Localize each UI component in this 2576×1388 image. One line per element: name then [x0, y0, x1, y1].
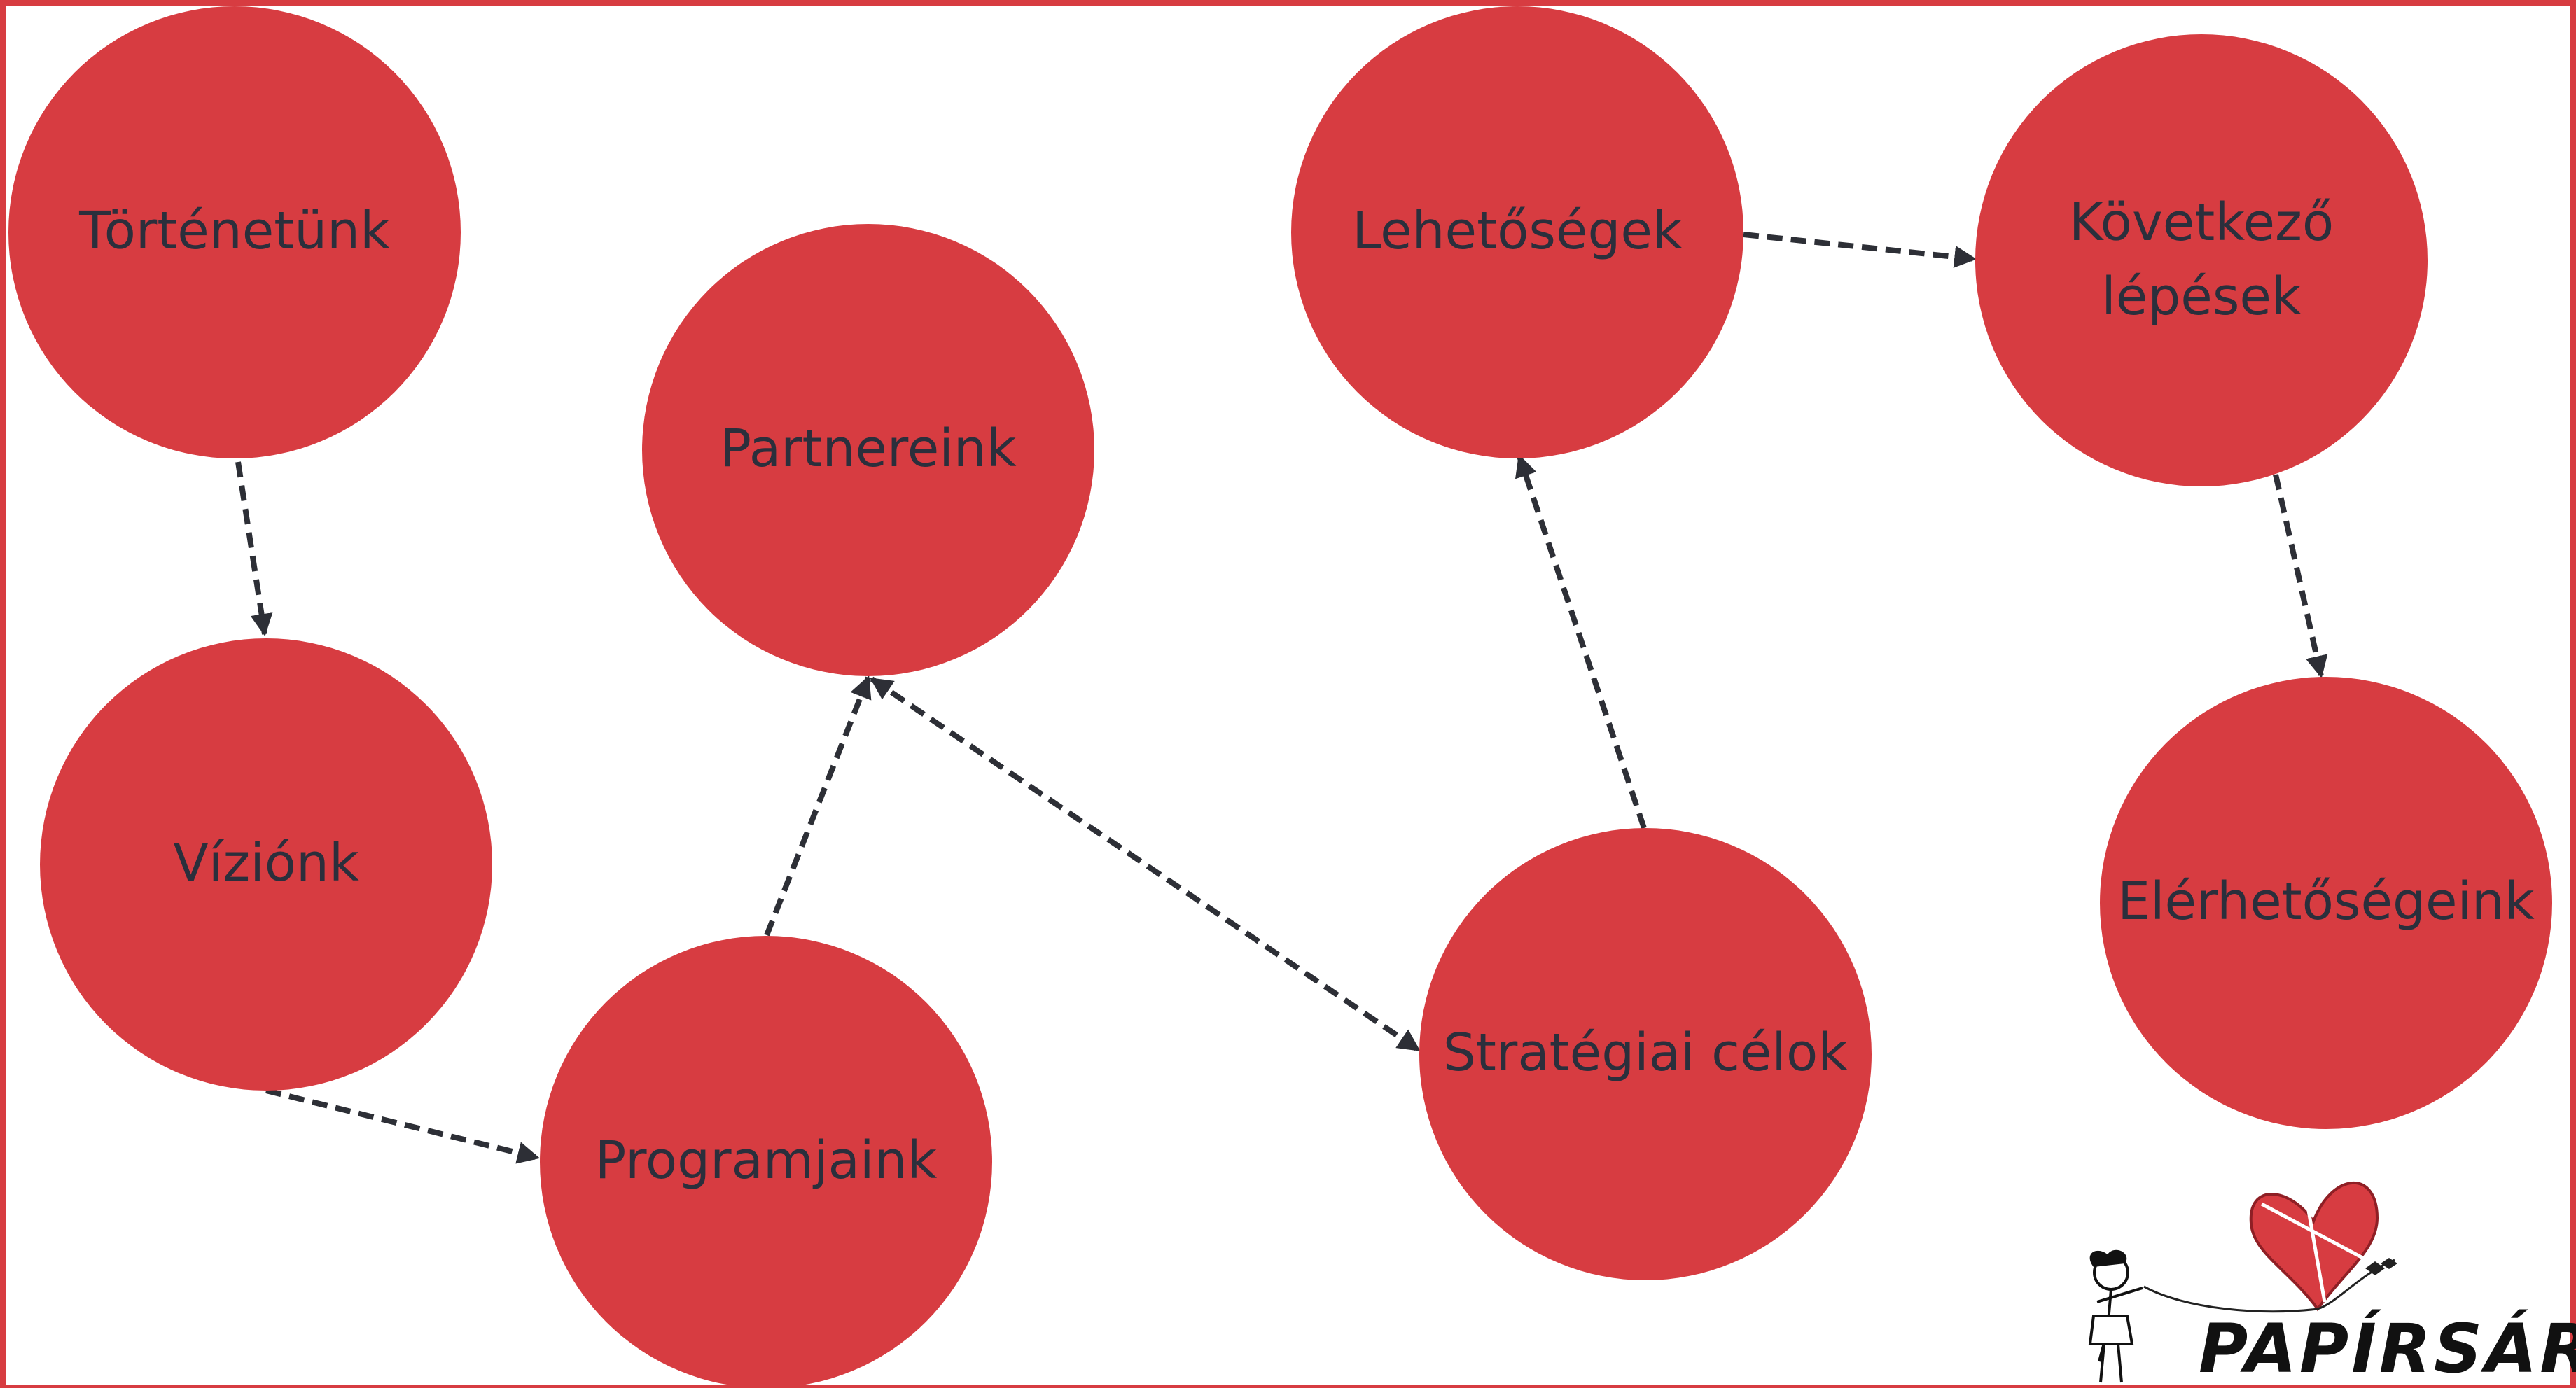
logo-text: PAPÍRSÁRKÁNY — [2199, 1309, 2576, 1388]
node-circle — [642, 224, 1094, 676]
edge-viziank-programjaink — [265, 1088, 541, 1164]
girl-with-heart-kite-icon — [2088, 1181, 2397, 1383]
node-circle — [40, 638, 492, 1091]
node-elerhetosegeink[interactable]: Elérhetőségeink — [2100, 677, 2552, 1129]
node-label-line-1: Következő — [2069, 192, 2334, 253]
node-label: Lehetőségek — [1352, 201, 1683, 261]
edge-partnereink-strategiai — [870, 676, 1421, 1053]
edge-lehetosegek-kovetkezo — [1743, 232, 1977, 268]
edge-tortenetunk-viziank — [235, 461, 273, 637]
node-label: Víziónk — [173, 833, 359, 893]
node-label: Elérhetőségeink — [2117, 871, 2535, 932]
node-circle — [1291, 6, 1743, 458]
node-label: Partnereink — [720, 419, 1016, 479]
edge-kovetkezo-elerhetosegeink — [2273, 474, 2328, 679]
node-label-line-2: lépések — [2101, 267, 2302, 327]
node-programjaink[interactable]: Programjaink — [540, 936, 992, 1388]
node-circle — [8, 6, 461, 458]
node-tortenetunk[interactable]: Történetünk — [8, 6, 461, 458]
node-lehetosegek[interactable]: Lehetőségek — [1291, 6, 1743, 458]
logo: PAPÍRSÁRKÁNY — [2088, 1181, 2576, 1388]
edge-programjaink-partnereink — [764, 675, 872, 937]
node-partnereink[interactable]: Partnereink — [642, 224, 1094, 676]
node-label: Programjaink — [595, 1130, 938, 1191]
node-kovetkezo[interactable]: Következő lépések — [1975, 34, 2428, 486]
edge-strategiai-lehetosegek — [1515, 454, 1647, 829]
node-circle — [540, 936, 992, 1388]
node-circle — [1419, 828, 1872, 1280]
node-label: Történetünk — [78, 201, 390, 261]
node-circle — [1975, 34, 2428, 486]
node-circle — [2100, 677, 2552, 1129]
node-strategiai[interactable]: Stratégiai célok — [1419, 828, 1872, 1280]
node-label: Stratégiai célok — [1443, 1023, 1848, 1083]
node-viziank[interactable]: Víziónk — [40, 638, 492, 1091]
